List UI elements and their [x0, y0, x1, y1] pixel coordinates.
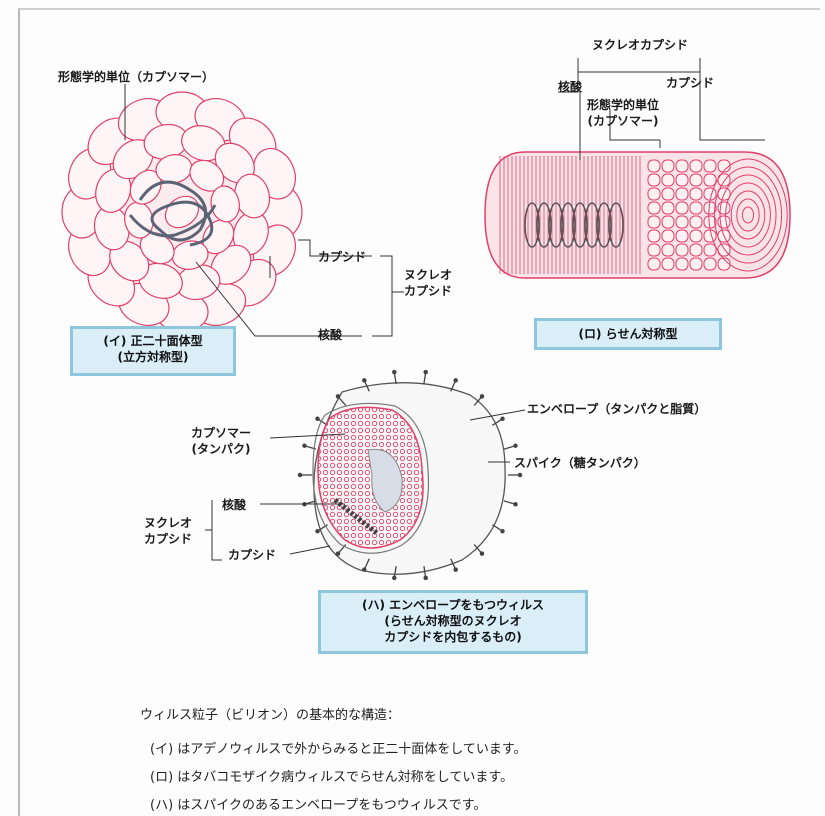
rod-capsomere — [662, 230, 674, 242]
spike-tip — [501, 417, 504, 420]
spike-tip — [424, 371, 427, 374]
rod-capsomere — [676, 230, 688, 242]
label-nucleocapsid-ha-2: カプシド — [144, 532, 192, 546]
label-capsid-ha: カプシド — [228, 548, 276, 562]
rod-capsomere — [648, 188, 660, 200]
rod-capsomere — [690, 202, 702, 214]
rod-capsomere — [662, 216, 674, 228]
rod-capsomere — [676, 244, 688, 256]
label-nucleocapsid-ha-1: ヌクレオ — [144, 516, 192, 530]
spike-tip — [480, 395, 483, 398]
spike-tip — [336, 552, 339, 555]
caption-box-ha-line3: カプシドを内包するもの) — [321, 629, 585, 645]
label-capsid-ro: カプシド — [666, 76, 714, 90]
label-capsid-i: カプシド — [318, 250, 366, 264]
label-capsomere-ro-2: (カプソマー) — [578, 114, 668, 128]
spike-tip — [514, 444, 517, 447]
spike-tip — [316, 417, 319, 420]
label-capsomere-ha-1: カプソマー — [176, 426, 266, 440]
rod-capsomere — [648, 174, 660, 186]
label-capsomere-i: 形態学的単位（カプソマー） — [58, 70, 214, 84]
rod-capsomere — [690, 174, 702, 186]
helical-virus — [485, 152, 790, 278]
label-nucleocapsid-i-2: カプシド — [404, 284, 452, 298]
caption-box-ha-line1: (ハ) エンベロープをもつウィルス — [321, 597, 585, 613]
rod-capsomere — [648, 244, 660, 256]
rod-capsomere — [662, 258, 674, 270]
caption-box-i: (イ) 正二十面体型 (立方対称型) — [70, 326, 236, 376]
caption-box-ha-line2: (らせん対称型のヌクレオ — [321, 613, 585, 629]
enveloped-virus — [298, 371, 521, 580]
label-nucleocapsid-ro: ヌクレオカプシド — [592, 38, 688, 52]
rod-capsomere — [648, 202, 660, 214]
label-envelope: エンベロープ（タンパクと脂質） — [527, 402, 706, 416]
spike-tip — [424, 576, 427, 579]
rod-capsomere — [676, 174, 688, 186]
rod-capsomere — [648, 160, 660, 172]
label-capsomere-ro-1: 形態学的単位 — [578, 98, 668, 112]
label-nucleic-acid-i: 核酸 — [318, 328, 342, 342]
rod-capsomere — [704, 174, 716, 186]
spike-tip — [336, 395, 339, 398]
rod-capsomere — [662, 174, 674, 186]
rod-capsomere — [690, 258, 702, 270]
caption-box-i-line2: (立方対称型) — [73, 349, 233, 365]
rod-capsomere — [690, 188, 702, 200]
spike-tip — [454, 568, 457, 571]
caption-line-2: (ロ) はタバコモザイク病ウィルスでらせん対称をしています。 — [150, 766, 513, 785]
icosahedral-virus — [61, 91, 303, 333]
rod-capsomere — [690, 216, 702, 228]
spike-tip — [303, 444, 306, 447]
spike-tip — [363, 379, 366, 382]
label-spike: スパイク（糖タンパク） — [514, 456, 646, 470]
rod-capsomere — [676, 216, 688, 228]
rod-capsomere — [662, 188, 674, 200]
caption-title: ウィルス粒子（ビリオン）の基本的な構造： — [140, 704, 400, 723]
label-nucleic-acid-ro: 核酸 — [558, 80, 582, 94]
spike-tip — [514, 503, 517, 506]
spike-tip — [363, 568, 366, 571]
spike-tip — [501, 530, 504, 533]
rod-capsomere — [690, 160, 702, 172]
spike-tip — [454, 379, 457, 382]
caption-box-ro: (ロ) らせん対称型 — [534, 318, 722, 350]
spike-tip — [298, 473, 301, 476]
caption-line-1: (イ) はアデノウィルスで外からみると正二十面体をしています。 — [150, 738, 527, 757]
spike-tip — [393, 576, 396, 579]
label-nucleocapsid-i-1: ヌクレオ — [404, 268, 452, 282]
rod-capsomere — [648, 230, 660, 242]
rod-capsomere — [704, 244, 716, 256]
spike-tip — [316, 530, 319, 533]
rod-capsomere — [676, 202, 688, 214]
spike-tip — [518, 473, 521, 476]
label-nucleic-acid-ha: 核酸 — [222, 498, 246, 512]
rod-capsomere — [676, 160, 688, 172]
spike-tip — [393, 371, 396, 374]
caption-line-3: (ハ) はスパイクのあるエンベロープをもつウィルスです。 — [150, 794, 486, 813]
rod-capsomere — [662, 244, 674, 256]
rod-capsomere — [704, 258, 716, 270]
rod-capsomere — [662, 202, 674, 214]
caption-box-ha: (ハ) エンベロープをもつウィルス (らせん対称型のヌクレオ カプシドを内包する… — [318, 590, 588, 654]
rod-capsomere — [704, 160, 716, 172]
label-capsomere-ha-2: (タンパク) — [176, 442, 266, 456]
rod-capsomere — [676, 188, 688, 200]
spike-tip — [480, 552, 483, 555]
rod-capsomere — [662, 160, 674, 172]
rod-capsomere — [690, 230, 702, 242]
rod-capsomere — [690, 244, 702, 256]
caption-box-i-line1: (イ) 正二十面体型 — [73, 333, 233, 349]
rod-capsomere — [648, 216, 660, 228]
rod-capsomere — [648, 258, 660, 270]
rod-capsomere — [676, 258, 688, 270]
